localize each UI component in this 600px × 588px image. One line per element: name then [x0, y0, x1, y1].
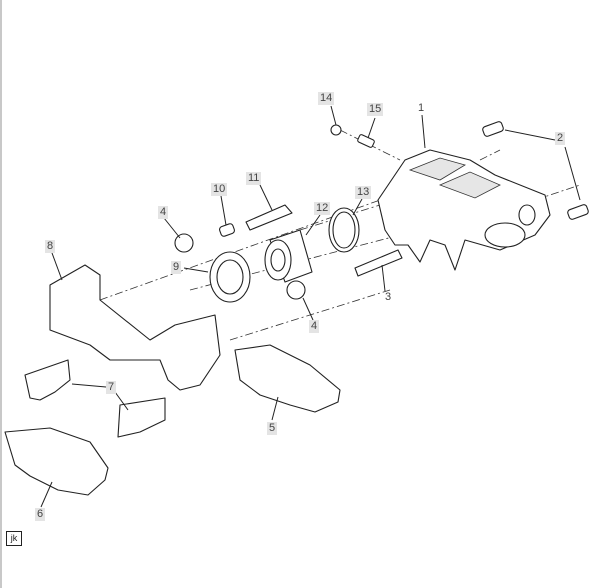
- brake-pad-part-6: [4, 427, 109, 496]
- page-border: [0, 0, 2, 588]
- bleeder-valve-part-15: [357, 134, 375, 148]
- pad-clip-part-7-left: [24, 359, 71, 401]
- callout-4-lower: 4: [309, 320, 320, 333]
- guide-pin-part-11: [245, 204, 293, 231]
- callout-13: 13: [355, 186, 372, 199]
- bleeder-cap-part-14: [330, 124, 342, 136]
- boot-part-10: [219, 223, 235, 237]
- piston-part-12: [264, 229, 313, 283]
- guide-bolt-part-3: [354, 249, 403, 277]
- leader-lines: [40, 105, 581, 508]
- pad-clip-part-7-right: [117, 397, 166, 438]
- piston-boot-inner: [216, 259, 244, 295]
- corner-tag: jk: [6, 531, 22, 546]
- callout-5: 5: [267, 422, 278, 435]
- callout-3: 3: [385, 291, 392, 303]
- brake-pad-part-5: [234, 344, 341, 413]
- bolt-part-2-upper: [482, 121, 589, 220]
- callout-1: 1: [418, 102, 425, 114]
- piston-seal-inner: [332, 211, 356, 249]
- callout-14: 14: [318, 92, 335, 105]
- callout-6: 6: [35, 508, 46, 521]
- bolt-part-2-lower: [567, 204, 589, 220]
- callout-4-upper: 4: [158, 206, 169, 219]
- bushing-part-4-lower: [286, 280, 306, 300]
- caliper-bracket-part-8: [49, 264, 221, 391]
- callout-7: 7: [106, 381, 117, 394]
- callout-10: 10: [211, 183, 228, 196]
- callout-9: 9: [171, 261, 182, 274]
- bushing-part-4-upper: [174, 233, 194, 253]
- callout-15: 15: [367, 103, 384, 116]
- caliper-housing: [377, 149, 551, 271]
- callout-11: 11: [246, 172, 262, 185]
- callout-8: 8: [45, 240, 56, 253]
- callout-12: 12: [314, 202, 331, 215]
- callout-2: 2: [555, 132, 566, 145]
